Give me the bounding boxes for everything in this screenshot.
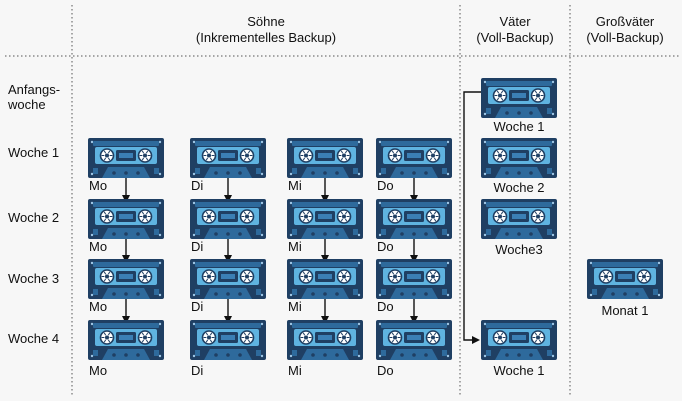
son-tape-week4-mo bbox=[88, 320, 164, 360]
father-tape-week4 bbox=[481, 320, 557, 360]
son-tape-week4-do bbox=[376, 320, 452, 360]
row-label-week4: Woche 4 bbox=[8, 331, 59, 346]
grid-dividers bbox=[5, 5, 680, 395]
father-label-week1: Woche 2 bbox=[493, 180, 544, 195]
row-label-week3: Woche 3 bbox=[8, 271, 59, 286]
son-tape-week3-di bbox=[190, 259, 266, 299]
son-tape-week2-mi bbox=[287, 199, 363, 239]
sons-header-subtitle: (Inkrementelles Backup) bbox=[196, 30, 336, 45]
day-label-week3-mi: Mi bbox=[288, 299, 302, 314]
father-tape-week2 bbox=[481, 199, 557, 239]
father-tape-start bbox=[481, 78, 557, 118]
day-label-week2-do: Do bbox=[377, 239, 394, 254]
day-label-week1-di: Di bbox=[191, 178, 203, 193]
grandfathers-header-subtitle: (Voll-Backup) bbox=[586, 30, 663, 45]
day-label-week4-do: Do bbox=[377, 363, 394, 378]
son-tape-week2-mo bbox=[88, 199, 164, 239]
son-tape-week3-mo bbox=[88, 259, 164, 299]
day-label-week1-mo: Mo bbox=[89, 178, 107, 193]
row-label-week2: Woche 2 bbox=[8, 210, 59, 225]
day-label-week4-mo: Mo bbox=[89, 363, 107, 378]
day-label-week1-do: Do bbox=[377, 178, 394, 193]
day-label-week1-mi: Mi bbox=[288, 178, 302, 193]
father-label-week2: Woche3 bbox=[495, 242, 542, 257]
day-label-week3-do: Do bbox=[377, 299, 394, 314]
row-label-week1: Woche 1 bbox=[8, 145, 59, 160]
fathers-header-subtitle: (Voll-Backup) bbox=[476, 30, 553, 45]
grandfather-tape-week3 bbox=[587, 259, 663, 299]
row-label-start-line1: Anfangs- bbox=[8, 82, 60, 97]
grandfather-label-week3: Monat 1 bbox=[602, 303, 649, 318]
day-label-week4-di: Di bbox=[191, 363, 203, 378]
father-label-start: Woche 1 bbox=[493, 119, 544, 134]
day-label-week4-mi: Mi bbox=[288, 363, 302, 378]
son-tape-week1-di bbox=[190, 138, 266, 178]
tapes-layer bbox=[88, 78, 663, 360]
day-label-week2-mi: Mi bbox=[288, 239, 302, 254]
sons-header-title: Söhne bbox=[247, 14, 285, 29]
father-label-week4: Woche 1 bbox=[493, 363, 544, 378]
row-labels: Anfangs- woche Woche 1 Woche 2 Woche 3 W… bbox=[7, 82, 60, 346]
fathers-header-title: Väter bbox=[499, 14, 531, 29]
son-tape-week1-do bbox=[376, 138, 452, 178]
column-headers: Söhne (Inkrementelles Backup) Väter (Vol… bbox=[196, 14, 664, 45]
son-tape-week2-di bbox=[190, 199, 266, 239]
son-tape-week3-mi bbox=[287, 259, 363, 299]
arrow-father-rotation bbox=[463, 91, 481, 344]
day-label-week2-di: Di bbox=[191, 239, 203, 254]
son-tape-week3-do bbox=[376, 259, 452, 299]
son-tape-week4-mi bbox=[287, 320, 363, 360]
father-tape-week1 bbox=[481, 138, 557, 178]
son-tape-week1-mi bbox=[287, 138, 363, 178]
day-label-week3-di: Di bbox=[191, 299, 203, 314]
son-tape-week1-mo bbox=[88, 138, 164, 178]
son-tape-week4-di bbox=[190, 320, 266, 360]
day-label-week2-mo: Mo bbox=[89, 239, 107, 254]
grandfathers-header-title: Großväter bbox=[596, 14, 655, 29]
row-label-start-line2: woche bbox=[7, 97, 46, 112]
son-tape-week2-do bbox=[376, 199, 452, 239]
day-label-week3-mo: Mo bbox=[89, 299, 107, 314]
